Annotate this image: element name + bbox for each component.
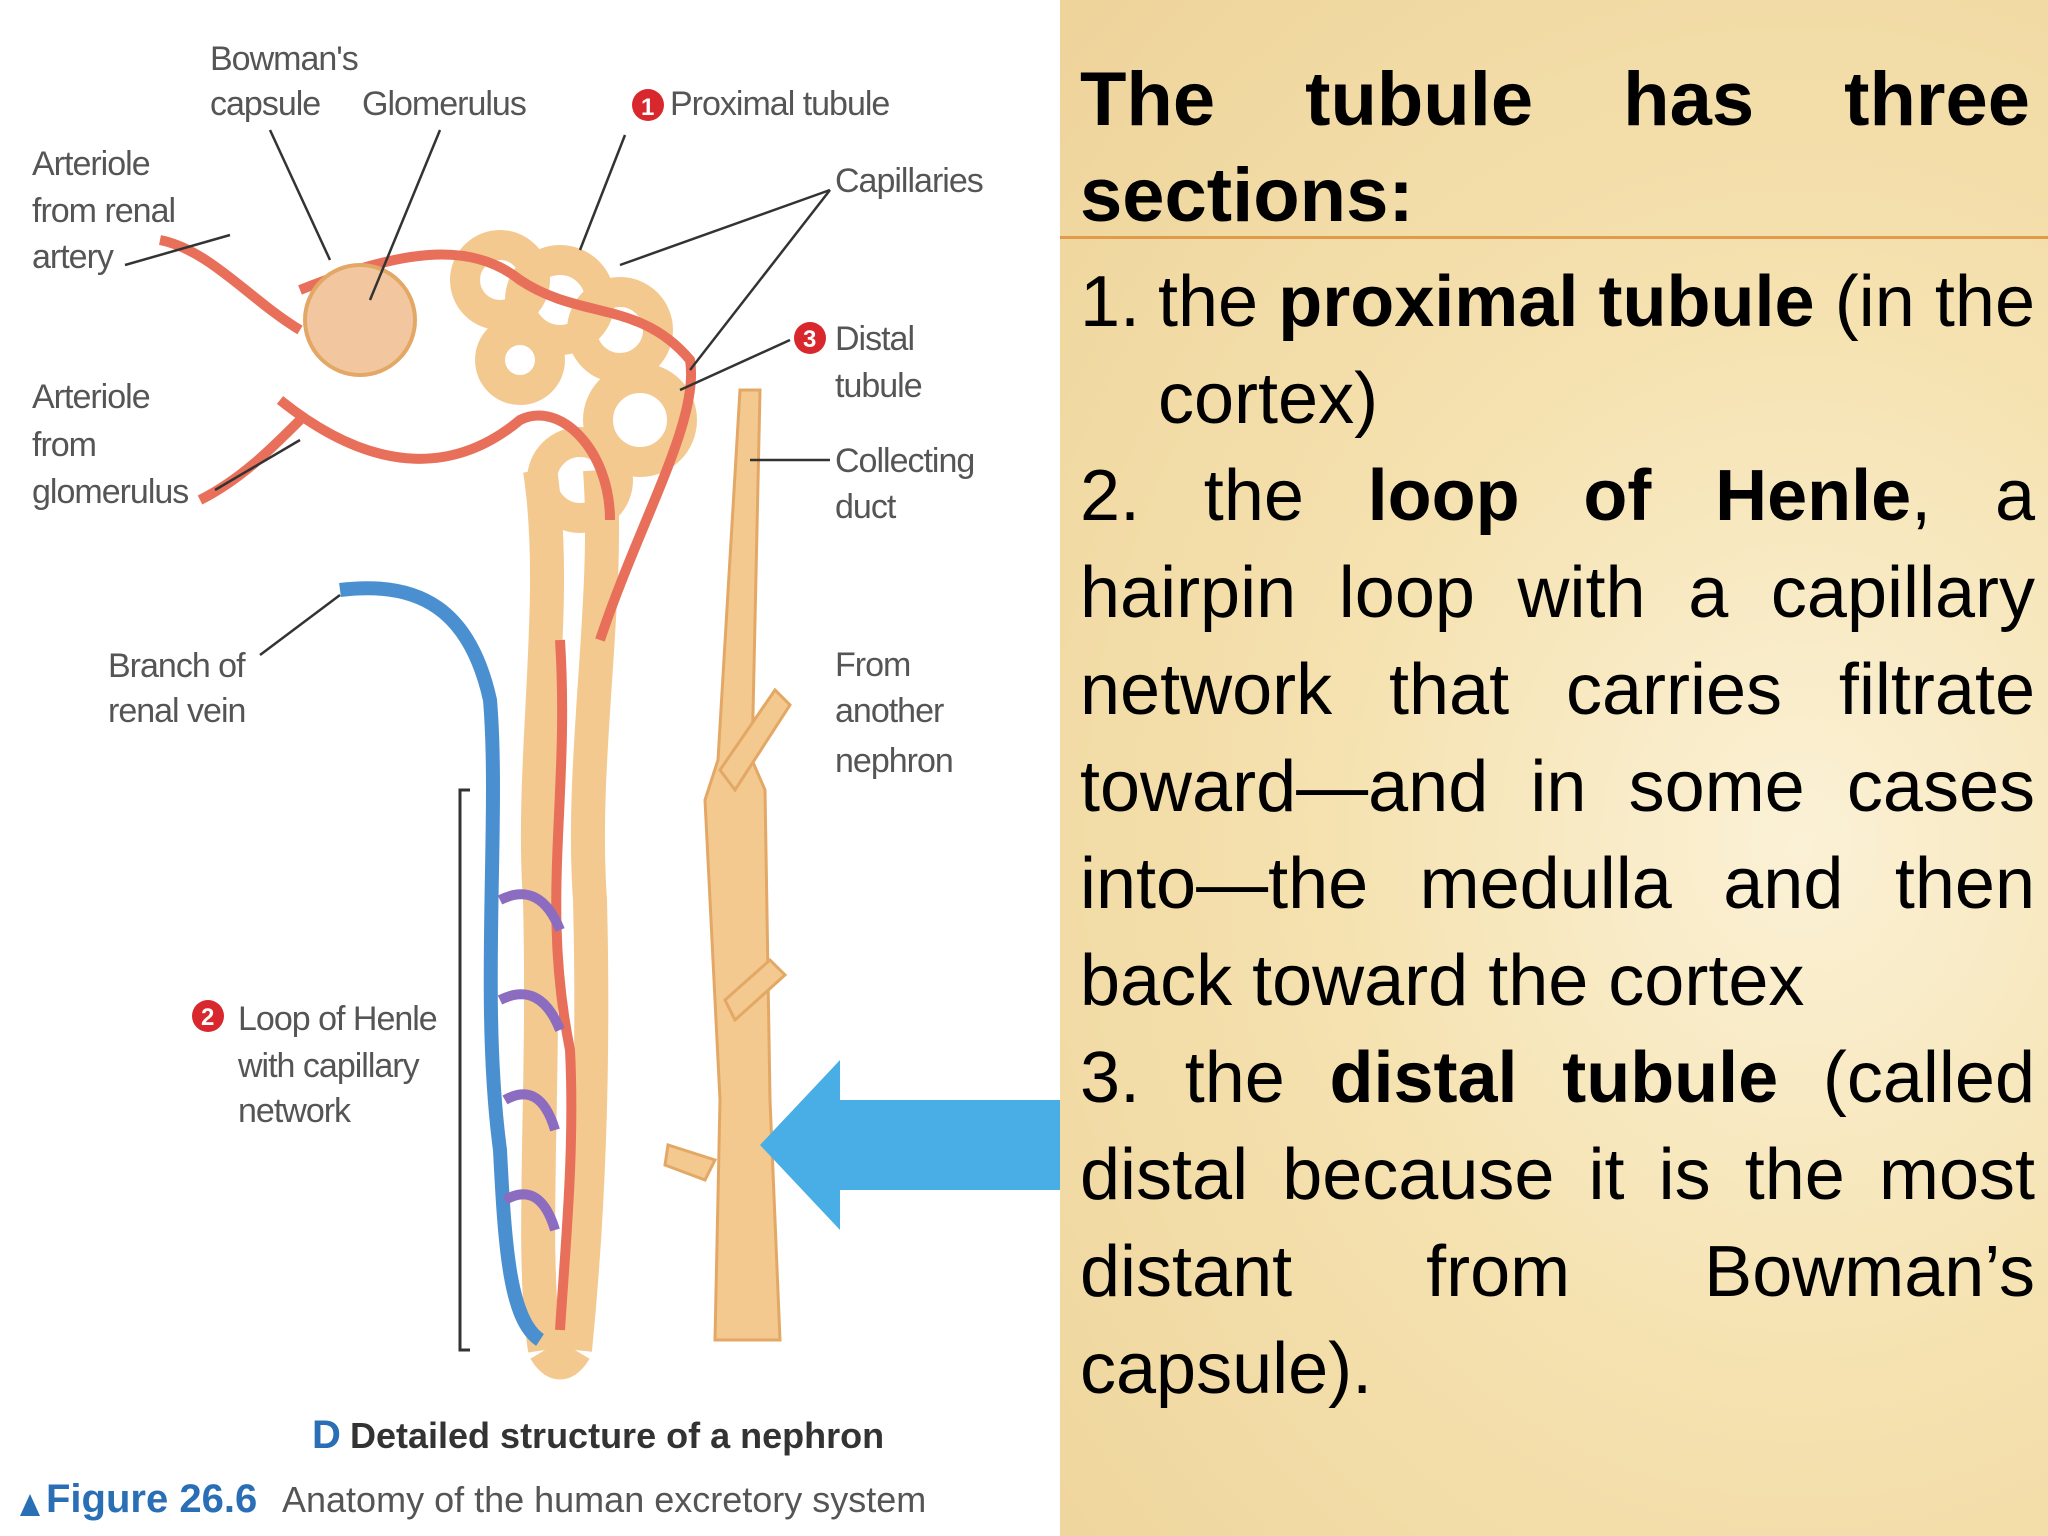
label-loop-of-henle: network — [238, 1092, 352, 1130]
loop-bottom — [530, 1340, 590, 1380]
item-text: (called distal because it is the most di… — [1080, 1038, 2035, 1409]
label-collecting-duct: Collecting — [835, 442, 974, 480]
marker-label: 1 — [641, 94, 654, 121]
label-arteriole-glomerulus: from — [32, 426, 96, 464]
triangle-icon — [20, 1494, 40, 1516]
list-item-loop: 2. the loop of Henle, a hairpin loop wit… — [1080, 448, 2035, 1030]
capillary-lines — [158, 235, 697, 1331]
capillary-network — [497, 889, 565, 1232]
item-text: (in the cortex) — [1158, 262, 2036, 439]
label-branch-renal-vein: Branch of — [108, 647, 246, 685]
item-keyword: proximal tubule — [1278, 262, 1815, 342]
label-from-another-nephron: nephron — [835, 742, 953, 780]
list-item-proximal: 1.the proximal tubule (in the cortex) — [1080, 254, 2035, 448]
caption-title: Detailed structure of a nephron — [350, 1415, 884, 1456]
item-text: 3. the — [1080, 1038, 1330, 1118]
figure-number: Figure 26.6 — [46, 1477, 257, 1521]
item-text: 2. the — [1080, 456, 1368, 536]
label-arteriole-glomerulus: Arteriole — [32, 378, 150, 416]
label-arteriole-renal: Arteriole — [32, 145, 150, 183]
duct-branch — [723, 957, 788, 1023]
pointer-arrow — [760, 1060, 1060, 1230]
label-glomerulus: Glomerulus — [362, 85, 526, 123]
glomerulus — [303, 263, 417, 377]
label-loop-of-henle: Loop of Henle — [238, 1000, 437, 1038]
loop-bracket — [458, 788, 470, 1352]
label-distal-tubule: Distal — [835, 320, 914, 358]
label-branch-renal-vein: renal vein — [108, 692, 245, 730]
label-arteriole-glomerulus: glomerulus — [32, 473, 188, 511]
label-arteriole-renal: artery — [32, 238, 114, 276]
marker-proximal — [632, 89, 664, 121]
label-bowmans-capsule: Bowman's — [210, 40, 358, 78]
renal-vein — [339, 581, 545, 1346]
list-item-distal: 3. the distal tubule (called distal beca… — [1080, 1030, 2035, 1418]
slide-heading: The tubule has three sections: — [1080, 57, 2030, 238]
label-arteriole-renal: from renal — [32, 192, 175, 230]
caption-letter: D — [312, 1413, 341, 1457]
label-collecting-duct: duct — [835, 488, 897, 526]
label-proximal-tubule: Proximal tubule — [670, 85, 889, 123]
proximal-convolutions — [450, 230, 697, 533]
loop-of-henle-ascending — [558, 468, 620, 1352]
heading-divider — [1060, 236, 2048, 239]
nephron-diagram: 1 3 2 Bowman's capsule Glomerulus Proxim… — [20, 40, 1060, 1521]
label-from-another-nephron: another — [835, 692, 944, 730]
slide-body: 1.the proximal tubule (in the cortex) 2.… — [1080, 254, 2035, 1418]
label-from-another-nephron: From — [835, 646, 910, 684]
marker-label: 3 — [803, 326, 816, 353]
collecting-duct — [703, 388, 782, 1342]
figure-title: Anatomy of the human excretory system — [282, 1479, 926, 1520]
list-number: 1. — [1080, 262, 1141, 342]
leader-lines — [124, 129, 831, 656]
item-keyword: distal tubule — [1329, 1038, 1779, 1118]
marker-label: 2 — [201, 1004, 214, 1031]
label-capillaries: Capillaries — [835, 162, 983, 200]
item-keyword: loop of Henle — [1367, 456, 1912, 536]
label-bowmans-capsule: capsule — [210, 85, 320, 123]
label-distal-tubule: tubule — [835, 367, 922, 405]
duct-branch — [663, 1143, 718, 1182]
item-text: , a hairpin loop with a capillary networ… — [1080, 456, 2035, 1021]
text-panel: The tubule has three sections: 1.the pro… — [1060, 0, 2048, 1536]
label-loop-of-henle: with capillary — [237, 1047, 420, 1085]
marker-distal — [794, 322, 826, 354]
duct-branch — [718, 687, 792, 793]
item-text: the — [1158, 262, 1279, 342]
nephron-figure: 1 3 2 Bowman's capsule Glomerulus Proxim… — [20, 40, 1060, 1521]
marker-loop — [192, 1000, 224, 1032]
